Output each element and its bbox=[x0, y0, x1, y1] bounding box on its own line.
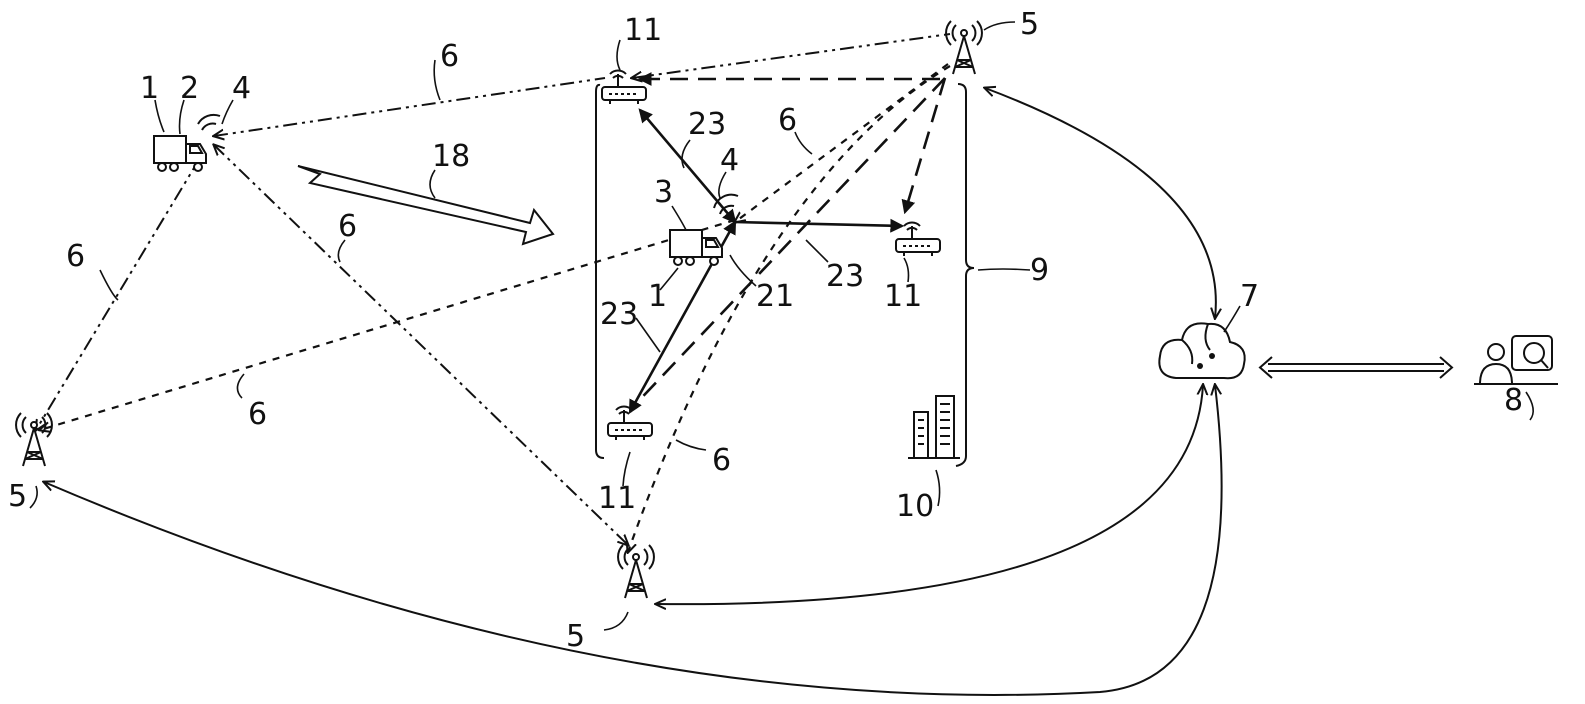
links bbox=[36, 33, 1454, 696]
label-21: 21 bbox=[756, 279, 794, 314]
truck-icon bbox=[669, 229, 723, 266]
label-5: 5 bbox=[1020, 7, 1039, 42]
label-11: 11 bbox=[598, 481, 636, 516]
truck-icon bbox=[153, 135, 207, 172]
buildings-icon bbox=[908, 395, 960, 459]
operator-workstation-icon bbox=[1474, 335, 1558, 385]
movement-arrow bbox=[297, 165, 555, 246]
label-6: 6 bbox=[248, 397, 267, 432]
label-6: 6 bbox=[778, 103, 797, 138]
link-truck2-router11top bbox=[638, 108, 737, 224]
label-6: 6 bbox=[338, 209, 357, 244]
label-8: 8 bbox=[1504, 383, 1523, 418]
label-11: 11 bbox=[624, 13, 662, 48]
link-truck1-towerbottom bbox=[214, 145, 628, 545]
link-towertr-truck2-short bbox=[735, 63, 949, 222]
label-5: 5 bbox=[566, 619, 585, 654]
label-23: 23 bbox=[688, 107, 726, 142]
label-4: 4 bbox=[232, 71, 251, 106]
label-10: 10 bbox=[896, 489, 934, 524]
label-6: 6 bbox=[440, 39, 459, 74]
label-3: 3 bbox=[654, 175, 673, 210]
reference-numerals: 1 2 4 6 6 6 18 6 11 23 6 3 4 1 21 23 11 … bbox=[8, 7, 1523, 654]
label-6: 6 bbox=[66, 239, 85, 274]
label-23: 23 bbox=[826, 259, 864, 294]
antenna-icon bbox=[713, 193, 739, 215]
label-9: 9 bbox=[1030, 253, 1049, 288]
link-towertr-towerbottom bbox=[628, 65, 951, 552]
link-cloud-operator bbox=[1258, 356, 1454, 379]
label-6: 6 bbox=[712, 443, 731, 478]
link-towertr-cloud bbox=[985, 88, 1216, 318]
label-1: 1 bbox=[140, 71, 159, 106]
label-23: 23 bbox=[600, 297, 638, 332]
antenna-icon bbox=[197, 113, 221, 131]
link-truck1-towerleft bbox=[36, 157, 201, 430]
link-towertr-router11right bbox=[901, 77, 947, 215]
cell-tower-icon bbox=[945, 20, 983, 75]
link-router11top-tower5 bbox=[632, 33, 951, 78]
label-2: 2 bbox=[180, 71, 199, 106]
label-4: 4 bbox=[720, 143, 739, 178]
group-frame bbox=[595, 83, 975, 467]
label-11: 11 bbox=[884, 279, 922, 314]
leader-lines bbox=[29, 21, 1534, 631]
cell-tower-icon bbox=[15, 412, 53, 467]
cloud-icon bbox=[1158, 322, 1246, 380]
link-towerleft-cloud bbox=[44, 385, 1223, 696]
label-18: 18 bbox=[432, 139, 470, 174]
cell-tower-icon bbox=[617, 544, 655, 599]
router-icon bbox=[601, 69, 647, 105]
label-7: 7 bbox=[1240, 279, 1259, 314]
link-truck1-router11top bbox=[214, 77, 606, 136]
router-icon bbox=[895, 221, 941, 257]
label-1: 1 bbox=[648, 279, 667, 314]
label-5: 5 bbox=[8, 479, 27, 514]
link-truck2-router11right bbox=[734, 218, 905, 233]
